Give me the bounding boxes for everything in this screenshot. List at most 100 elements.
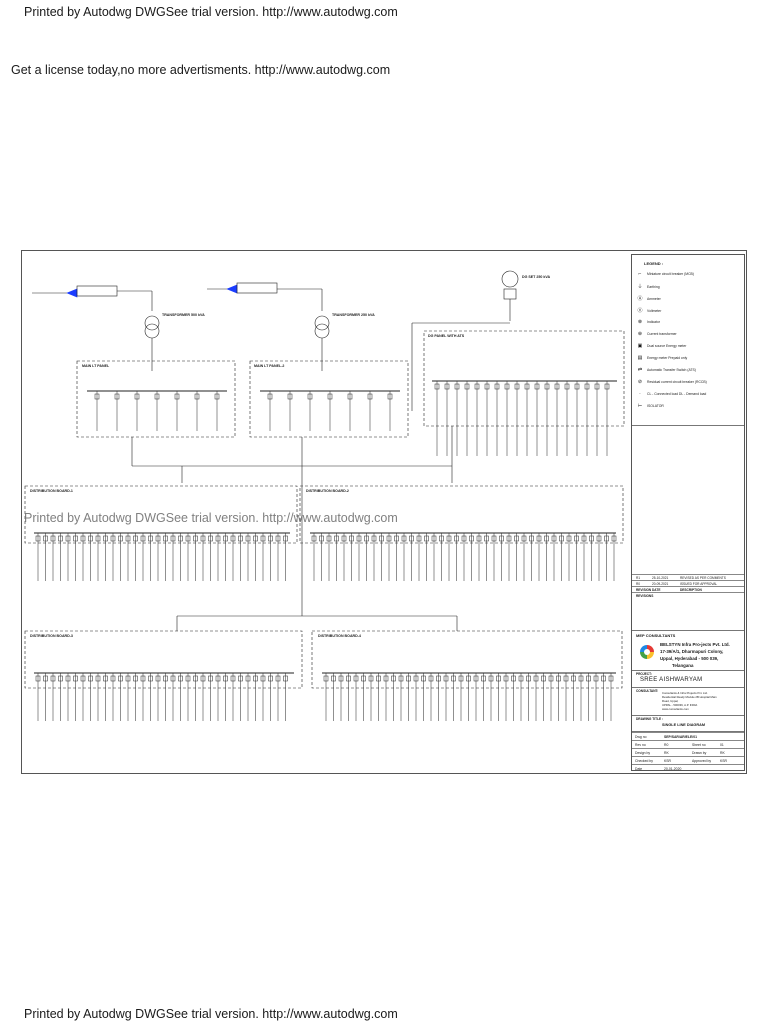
feeder-breaker [556,675,561,682]
feeder-breaker [488,675,494,682]
feeder-breaker [383,675,389,682]
info-value: 01 [720,743,724,747]
feeder-breaker [208,675,213,682]
feeder-breaker [341,535,347,542]
prepaid-meter-icon: ▤ [637,355,643,361]
feeder-breaker [208,535,213,542]
feeder-breaker [334,535,339,542]
feeder-breaker [230,675,236,682]
client-label: CONSULTANT: [636,689,659,693]
feeder-breaker [148,535,153,542]
print-notice-top: Printed by Autodwg DWGSee trial version.… [24,5,398,19]
feeder-breaker [58,535,63,542]
feeder-breaker [43,675,48,682]
info-row: Date 20-01-2020 [632,764,744,773]
feeder-breaker [283,535,288,542]
mcb-icon: ⌐ [638,271,642,277]
feeder-breaker [327,393,333,400]
feeder-breaker [444,383,450,390]
revision-desc: REVISED AS PER COMMENTS [680,576,726,580]
feeder-breaker [319,535,324,542]
feeder-breaker [406,675,411,682]
feeder-breaker [214,393,220,400]
feeder-breaker [170,675,176,682]
revision-head-date: DATE [652,588,661,592]
feeder-breaker [103,535,108,542]
revision-head-rev: REVISION [636,588,652,592]
feeder-breaker [94,393,100,400]
consultant-addr2: Uppal, Hyderabad - 500 039, [660,656,719,661]
feeder-breaker [185,675,191,682]
info-value: 20-01-2020 [664,767,682,771]
feeder-breaker [368,675,374,682]
incomer-2-label: TRANSFORMER 250 kVA [332,313,375,317]
feeder-breaker [564,383,570,390]
panel-dg-label: DG PANEL WITH ATS [428,334,465,338]
voltmeter-icon: Ⓥ [637,308,643,314]
feeder-breaker [125,535,131,542]
legend-item: ⊘Residual current circuit breaker (RCCB) [636,379,707,385]
feeder-breaker [307,393,313,400]
revision-caption-row: REVISIONS [632,592,744,599]
feeder-breaker [533,675,539,682]
feeder-breaker [134,393,140,400]
legend-item: ▣Dual source Energy meter [636,343,687,349]
drawing-title-label: DRAWING TITLE : [636,717,664,721]
feeder-breaker [566,535,572,542]
revision-row: R1 25-10-2021 REVISED AS PER COMMENTS [632,574,744,581]
feeder-breaker [439,535,444,542]
feeder-breaker [431,535,437,542]
feeder-breaker [559,535,564,542]
feeder-breaker [80,675,86,682]
client-line: Residential Ready Module 2B Hospital Mai… [662,695,717,699]
feeder-breaker [133,675,138,682]
info-key: Approved by [692,759,712,763]
legend-label: Indicator [647,320,661,324]
feeder-breaker [506,535,512,542]
feeder-breaker [110,675,116,682]
feeder-breaker [601,675,606,682]
feeder-breaker [511,675,516,682]
feeder-breaker [581,535,587,542]
feeder-breaker [551,535,557,542]
feeder-breaker [443,675,449,682]
project-name: SREE AISHWARYAM [640,677,703,683]
print-notice-bottom: Printed by Autodwg DWGSee trial version.… [24,1007,398,1021]
trial-watermark: Printed by Autodwg DWGSee trial version.… [24,511,398,525]
feeder-breaker [35,675,41,682]
feeder-breaker [346,675,351,682]
legend-label: ISOLATOR [647,404,664,408]
info-value: KSR [664,759,671,763]
feeder-breaker [451,675,456,682]
feeder-breaker [574,383,580,390]
feeder-breaker [379,535,384,542]
dual-meter-icon: ▣ [637,343,643,349]
feeder-breaker [174,393,180,400]
feeder-breaker [593,675,599,682]
revision-date: 20-09-2021 [652,582,669,586]
feeder-breaker [494,383,500,390]
feeder-breaker [215,535,221,542]
feeder-breaker [193,675,198,682]
feeder-breaker [95,535,101,542]
feeder-breaker [275,535,281,542]
feeder-breaker [287,393,293,400]
client-line: Consultants & Infra Projects Pvt. Ltd. [662,691,708,695]
sub-4-label: DISTRIBUTION BOARD-4 [318,634,361,638]
info-key: Dwg no [635,735,647,739]
consultant-addr3: Telangana [672,663,694,668]
legend-label: CL - Connected load DL - Demand load [647,392,707,396]
feeder-breaker [578,675,584,682]
legend-item: ⊢ISOLATOR [636,403,664,409]
info-row: Rev no R0 Sheet no 01 [632,740,744,749]
feeder-breaker [521,535,527,542]
info-row: Checked by KSR Approved by KSR [632,756,744,765]
legend-item: ⏚Earthing [636,283,659,290]
legend-label: Energy meter Prepaid only [647,356,688,360]
feeder-breaker [464,383,470,390]
feeder-breaker [88,675,93,682]
feeder-breaker [571,675,576,682]
feeder-breaker [548,675,554,682]
drawing-title-section: DRAWING TITLE : SINGLE LINE DIAGRAM [632,715,744,727]
feeder-breaker [454,535,459,542]
